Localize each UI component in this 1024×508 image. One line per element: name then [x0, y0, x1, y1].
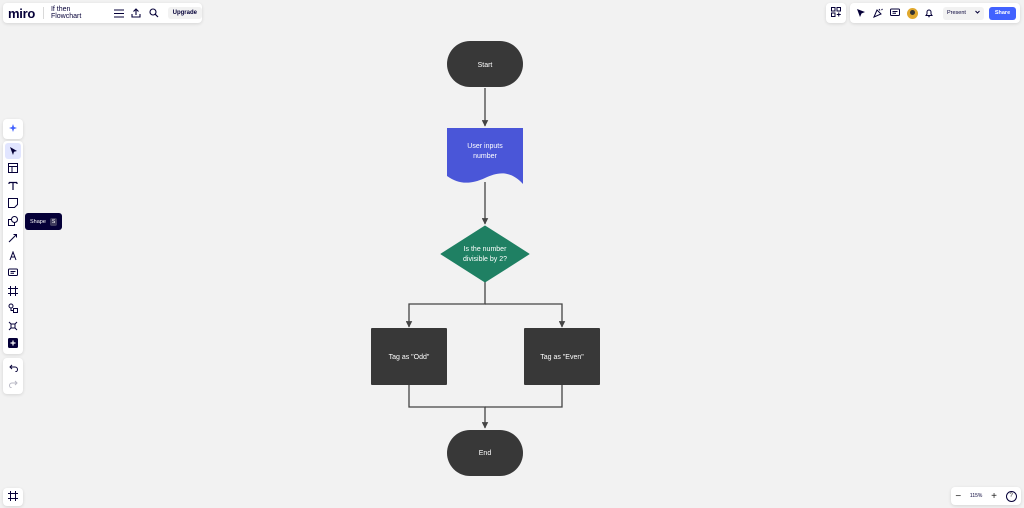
input-label-line1: User inputs: [467, 143, 503, 150]
celebrate-icon[interactable]: [872, 7, 884, 19]
tool-tooltip: Shape S: [25, 213, 62, 230]
cursor-follow-icon[interactable]: [855, 7, 867, 19]
decision-label-line2: divisible by 2?: [463, 256, 507, 263]
zoom-controls: − 115% + ?: [951, 487, 1021, 505]
sticky-note-tool[interactable]: [5, 195, 21, 211]
input-label-line2: number: [473, 153, 497, 160]
start-label: Start: [478, 62, 493, 69]
connector-decision-odd[interactable]: [405, 282, 486, 328]
sticky-note-icon: [8, 198, 18, 208]
start-node[interactable]: Start: [447, 41, 523, 87]
chevron-down-icon[interactable]: [975, 10, 980, 16]
ai-sparkle-icon[interactable]: [8, 120, 18, 138]
templates-icon: [8, 163, 18, 173]
integrations-icon: [8, 321, 18, 331]
frame-icon: [8, 286, 18, 296]
connectors: [405, 88, 566, 429]
history-panel: [3, 358, 23, 394]
present-label: Present: [947, 10, 966, 16]
collaboration-bar: Present Share: [850, 3, 1020, 23]
decision-node[interactable]: Is the number divisible by 2?: [440, 225, 530, 283]
upgrade-button[interactable]: Upgrade: [167, 7, 202, 19]
frames-icon[interactable]: [8, 488, 18, 506]
board-title[interactable]: If then Flowchart: [50, 6, 82, 20]
input-node[interactable]: User inputs number: [447, 128, 523, 184]
even-label: Tag as "Even": [540, 354, 584, 361]
frames-panel: [3, 488, 23, 506]
connector-odd-end[interactable]: [408, 385, 489, 429]
connection-line-tool[interactable]: [5, 230, 21, 246]
decision-label-line1: Is the number: [464, 246, 507, 253]
undo-icon: [8, 364, 18, 372]
comments-icon[interactable]: [889, 7, 901, 19]
zoom-level[interactable]: 115%: [969, 493, 983, 499]
even-node[interactable]: Tag as "Even": [524, 328, 600, 385]
header-divider: [42, 7, 44, 19]
tooltip-shortcut: S: [49, 217, 58, 226]
pen-icon: [9, 251, 17, 261]
share-button[interactable]: Share: [989, 6, 1016, 20]
search-icon[interactable]: [148, 7, 160, 19]
creation-toolbar: [3, 141, 23, 354]
odd-label: Tag as "Odd": [389, 354, 430, 361]
shape-tool[interactable]: [5, 213, 21, 229]
comment-tool[interactable]: [5, 265, 21, 281]
arrow-line-icon: [8, 234, 17, 243]
redo-button[interactable]: [5, 376, 21, 392]
connector-even-end[interactable]: [485, 385, 563, 408]
shapes-icon: [8, 216, 18, 226]
apps-panel: [826, 3, 846, 23]
end-label: End: [479, 450, 492, 457]
miro-logo[interactable]: miro: [8, 5, 35, 21]
undo-button[interactable]: [5, 360, 21, 376]
frame-tool[interactable]: [5, 283, 21, 299]
user-avatar[interactable]: [907, 7, 918, 19]
add-tool[interactable]: [5, 335, 21, 351]
connector-decision-even[interactable]: [485, 303, 566, 328]
plus-square-icon: [8, 338, 18, 348]
comment-icon: [8, 268, 18, 276]
present-button[interactable]: Present: [943, 6, 984, 20]
diagram-tool[interactable]: [5, 300, 21, 316]
text-icon: [8, 181, 18, 190]
help-icon[interactable]: ?: [1005, 490, 1017, 502]
export-icon[interactable]: [130, 7, 142, 19]
more-apps-tool[interactable]: [5, 318, 21, 334]
diagram-icon: [8, 303, 18, 313]
menu-icon[interactable]: [113, 7, 125, 19]
select-tool[interactable]: [5, 143, 21, 159]
odd-node[interactable]: Tag as "Odd": [371, 328, 447, 385]
zoom-in-button[interactable]: +: [991, 490, 997, 502]
board-header: miro If then Flowchart Upgrade: [3, 3, 202, 23]
notifications-bell-icon[interactable]: [923, 7, 935, 19]
cursor-icon: [9, 147, 17, 155]
templates-tool[interactable]: [5, 160, 21, 176]
tooltip-label: Shape: [30, 218, 46, 225]
end-node[interactable]: End: [447, 430, 523, 476]
ai-panel: [3, 119, 23, 139]
apps-icon[interactable]: [831, 4, 841, 22]
zoom-out-button[interactable]: −: [955, 490, 962, 502]
redo-icon: [8, 380, 18, 388]
text-tool[interactable]: [5, 178, 21, 194]
pen-tool[interactable]: [5, 248, 21, 264]
